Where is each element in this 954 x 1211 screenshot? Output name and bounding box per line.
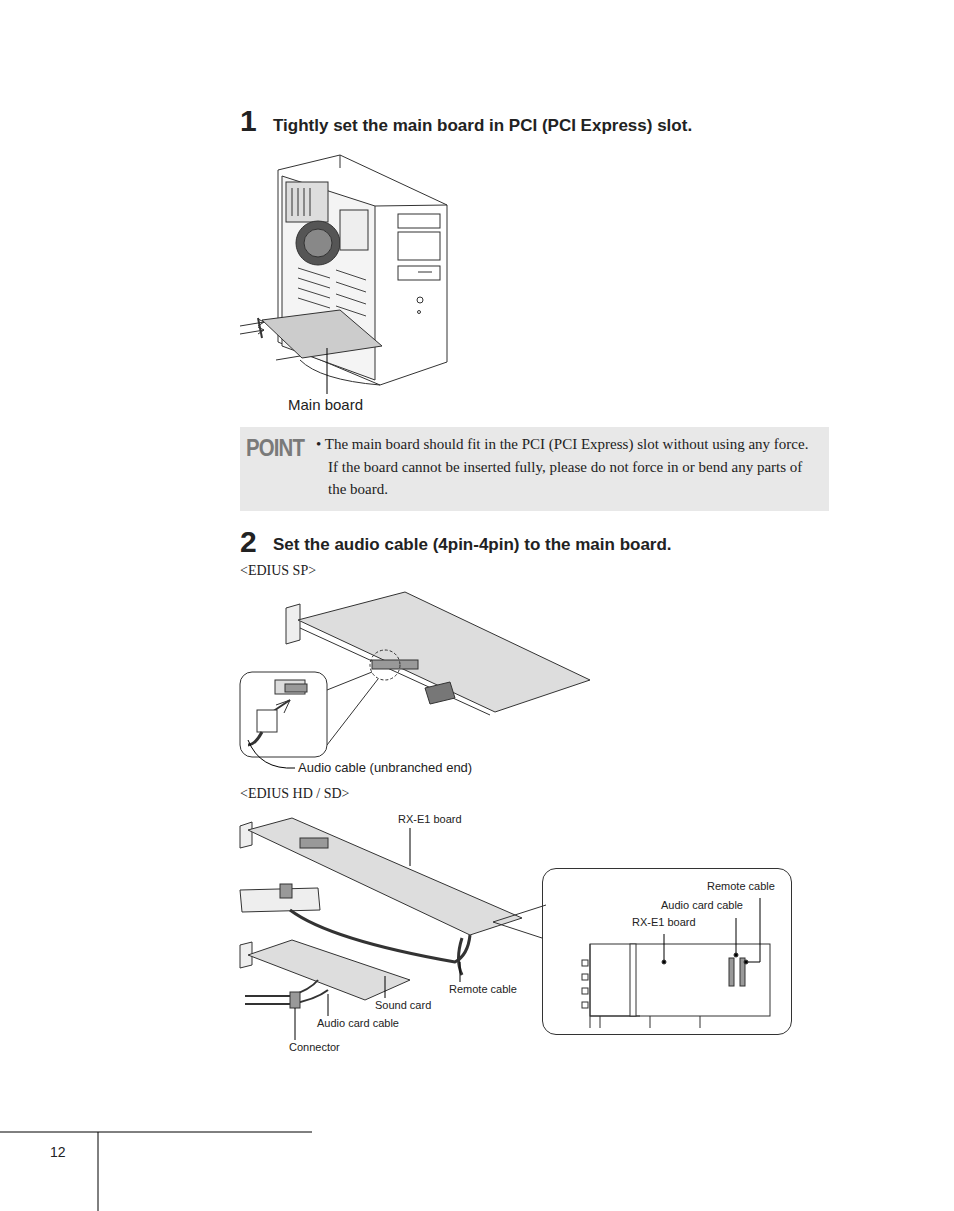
zoom-callout: Remote cableAudio card cableRX-E1 board bbox=[542, 868, 792, 1035]
part-label: Main board bbox=[288, 396, 363, 413]
part-label: Connector bbox=[289, 1041, 340, 1054]
part-label: Sound card bbox=[375, 999, 431, 1012]
model-label: <EDIUS HD / SD> bbox=[240, 786, 350, 802]
step-heading: Set the audio cable (4pin-4pin) to the m… bbox=[273, 535, 672, 555]
note-text: • The main board should fit in the PCI (… bbox=[316, 433, 816, 501]
note-band: POINT • The main board should fit in the … bbox=[240, 427, 829, 511]
part-label: RX-E1 board bbox=[632, 916, 696, 928]
hd-sd-boards bbox=[240, 818, 770, 1040]
step-heading: Tightly set the main board in PCI (PCI E… bbox=[273, 116, 692, 136]
part-label: RX-E1 board bbox=[398, 813, 462, 826]
part-label: Remote cable bbox=[449, 983, 517, 996]
part-label: Audio cable (unbranched end) bbox=[298, 761, 472, 776]
part-label: Remote cable bbox=[707, 880, 775, 892]
pc-tower bbox=[240, 155, 447, 394]
page-number: 12 bbox=[50, 1144, 66, 1160]
step-number: 2 bbox=[240, 525, 257, 560]
model-label: <EDIUS SP> bbox=[240, 563, 316, 579]
part-label: Audio card cable bbox=[317, 1017, 399, 1030]
note-heading: POINT bbox=[246, 434, 304, 462]
sp-board bbox=[240, 592, 590, 768]
part-label: Audio card cable bbox=[661, 899, 743, 911]
step-number: 1 bbox=[240, 104, 257, 139]
